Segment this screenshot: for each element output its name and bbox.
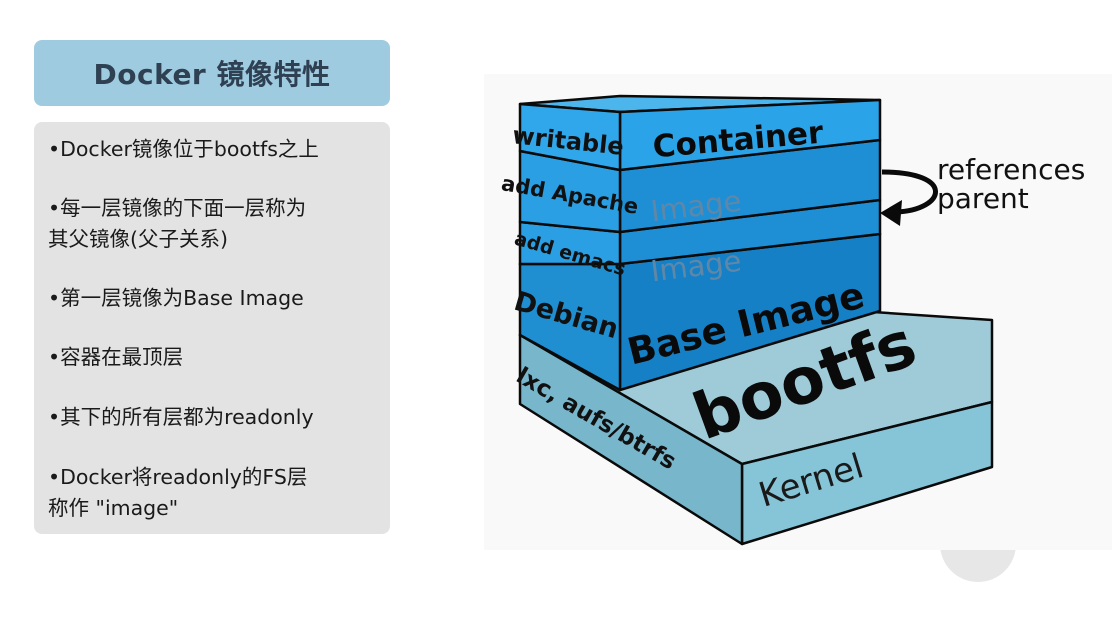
- layer-diagram: writable add Apache add emacs Debian lxc…: [484, 74, 1112, 550]
- kernel-side-face: [518, 333, 744, 546]
- container-side-face: [518, 102, 622, 172]
- title-banner: Docker 镜像特性: [34, 40, 390, 106]
- bullet-item: •其下的所有层都为readonly: [48, 405, 314, 429]
- slide-title: Docker 镜像特性: [93, 58, 331, 91]
- bullet-item: •每一层镜像的下面一层称为 其父镜像(父子关系): [48, 196, 307, 251]
- bullet-item: •容器在最顶层: [48, 345, 184, 369]
- bullet-panel: •Docker镜像位于bootfs之上 •每一层镜像的下面一层称为 其父镜像(父…: [34, 122, 390, 534]
- annotation-parent: parent: [937, 182, 1029, 215]
- curved-arrow-icon: [881, 169, 938, 215]
- bullet-item: •Docker镜像位于bootfs之上: [48, 137, 319, 161]
- arrow-head-icon: [880, 200, 902, 226]
- bullet-item: •Docker将readonly的FS层 称作 "image": [48, 465, 308, 520]
- bullet-item: •第一层镜像为Base Image: [48, 286, 304, 310]
- annotation-references: references: [937, 153, 1085, 186]
- layer-diagram-svg: writable add Apache add emacs Debian lxc…: [499, 94, 1085, 546]
